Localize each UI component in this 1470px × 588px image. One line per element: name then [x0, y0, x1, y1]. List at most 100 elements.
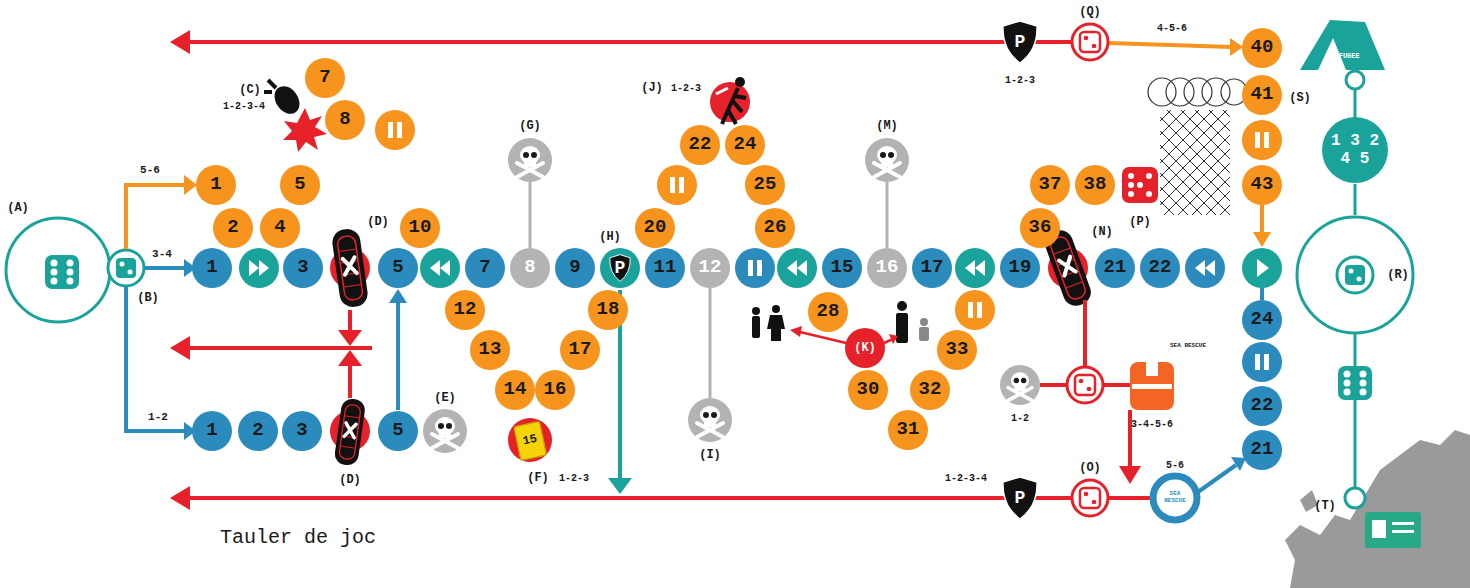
- callout-label: 1-2: [148, 411, 168, 423]
- square-number: P: [615, 259, 626, 278]
- barbed-wire: [1166, 78, 1194, 106]
- violence-icon: [722, 88, 746, 124]
- column-links: [1260, 205, 1264, 232]
- arrow-heads: [170, 30, 190, 54]
- callout-label: (E): [434, 391, 456, 405]
- square-number: 21: [1251, 440, 1274, 460]
- special-circles: [1242, 342, 1282, 382]
- square-number: 16: [876, 258, 899, 278]
- callout-label: 1-2: [1011, 413, 1029, 424]
- callout-label: (R): [1387, 268, 1409, 282]
- square-number: 20: [644, 218, 667, 238]
- board-square: 20: [635, 208, 675, 248]
- board-square: 16: [535, 370, 575, 410]
- teal-column: [1297, 217, 1413, 333]
- board-square: 16: [867, 248, 907, 288]
- board-square: 40: [1242, 28, 1282, 68]
- start-circle: [6, 218, 110, 322]
- teal-column: [1354, 333, 1357, 490]
- sea-crossing: [1040, 383, 1067, 387]
- square-number: 7: [479, 258, 490, 278]
- sea-crossing: [1067, 367, 1103, 403]
- board-square: 26: [755, 208, 795, 248]
- dinghy-crossing: [338, 330, 362, 346]
- board-square: 1: [196, 165, 236, 205]
- square-number: 17: [569, 340, 592, 360]
- special-circles: [1257, 259, 1269, 277]
- callout-label: SEA RESCUE: [1159, 486, 1191, 509]
- square-number: 8: [524, 258, 535, 278]
- special-circles: [249, 260, 269, 276]
- board-square: 41: [1242, 75, 1282, 115]
- board-square: 19: [1000, 248, 1040, 288]
- dice-teal: [1338, 366, 1372, 400]
- sea-crossing: [1146, 358, 1158, 376]
- dice-p: [1146, 173, 1152, 179]
- jerrycan-icon: [508, 418, 552, 462]
- family-icons: [897, 301, 907, 311]
- return-arrows: [188, 40, 1072, 44]
- board-square: 7: [465, 248, 505, 288]
- board-square: 15: [822, 248, 862, 288]
- special-circles: [1242, 120, 1282, 160]
- board-square: 14: [495, 370, 535, 410]
- board-square: 17: [560, 330, 600, 370]
- bomb-icon: [264, 80, 276, 92]
- family-icons: [752, 307, 760, 315]
- square-number: 16: [544, 380, 567, 400]
- callout-label: (J): [641, 81, 663, 95]
- square-number: 4: [274, 218, 285, 238]
- europe-map: [1392, 522, 1414, 525]
- dice-r: [1337, 257, 1373, 293]
- square-number: 3: [297, 258, 308, 278]
- arrow-heads: [170, 336, 190, 360]
- special-circles: [239, 110, 1282, 382]
- board-square: 32: [910, 370, 950, 410]
- dice-q: [1072, 24, 1108, 60]
- start-arrows: [126, 175, 197, 440]
- route-arrow: [389, 289, 407, 303]
- callout-label: (S): [1289, 91, 1311, 105]
- board-square: 2: [213, 208, 253, 248]
- special-circles: [965, 260, 985, 276]
- special-circles: [670, 177, 684, 193]
- dice-p: [1128, 173, 1134, 179]
- skull-icons: [423, 409, 467, 453]
- skulls: [709, 288, 712, 398]
- callout-label: (D): [339, 473, 361, 487]
- return-arrows: [188, 496, 1072, 500]
- board-square: 11: [645, 248, 685, 288]
- square-number: 33: [946, 340, 969, 360]
- square-number: 15: [522, 432, 539, 447]
- board-square: 12: [690, 248, 730, 288]
- board-square: 21: [1095, 248, 1135, 288]
- board-square: 24: [725, 125, 765, 165]
- special-circles: [657, 165, 697, 205]
- board-square: 3: [283, 248, 323, 288]
- callout-label: 3-4: [152, 248, 172, 260]
- square-number: 13: [479, 340, 502, 360]
- special-circles: [955, 290, 995, 330]
- column-links: [1253, 232, 1271, 247]
- dice-b: [108, 250, 144, 286]
- family-arrows: [800, 332, 846, 343]
- callout-label: REFUGEE: [1330, 52, 1359, 60]
- dice-p: [1146, 191, 1152, 197]
- sea-crossing: [1119, 466, 1141, 484]
- board-square: 17: [912, 248, 952, 288]
- callout-label: (M): [876, 119, 898, 133]
- board-square: 43: [1242, 165, 1282, 205]
- skulls: [886, 182, 889, 248]
- special-circles: [388, 122, 402, 138]
- board-square: 22: [1140, 248, 1180, 288]
- board-square: (K): [845, 328, 885, 368]
- board-square: 25: [745, 165, 785, 205]
- special-circles: [1185, 248, 1225, 288]
- skull-icons: [423, 138, 1040, 453]
- special-circles: [777, 248, 817, 288]
- board-square: 1 3 2 4 5: [1322, 117, 1388, 183]
- square-number: 1: [210, 175, 221, 195]
- route-arrow: [389, 289, 407, 410]
- special-circles: [1255, 132, 1269, 148]
- violence-icon: [716, 88, 728, 94]
